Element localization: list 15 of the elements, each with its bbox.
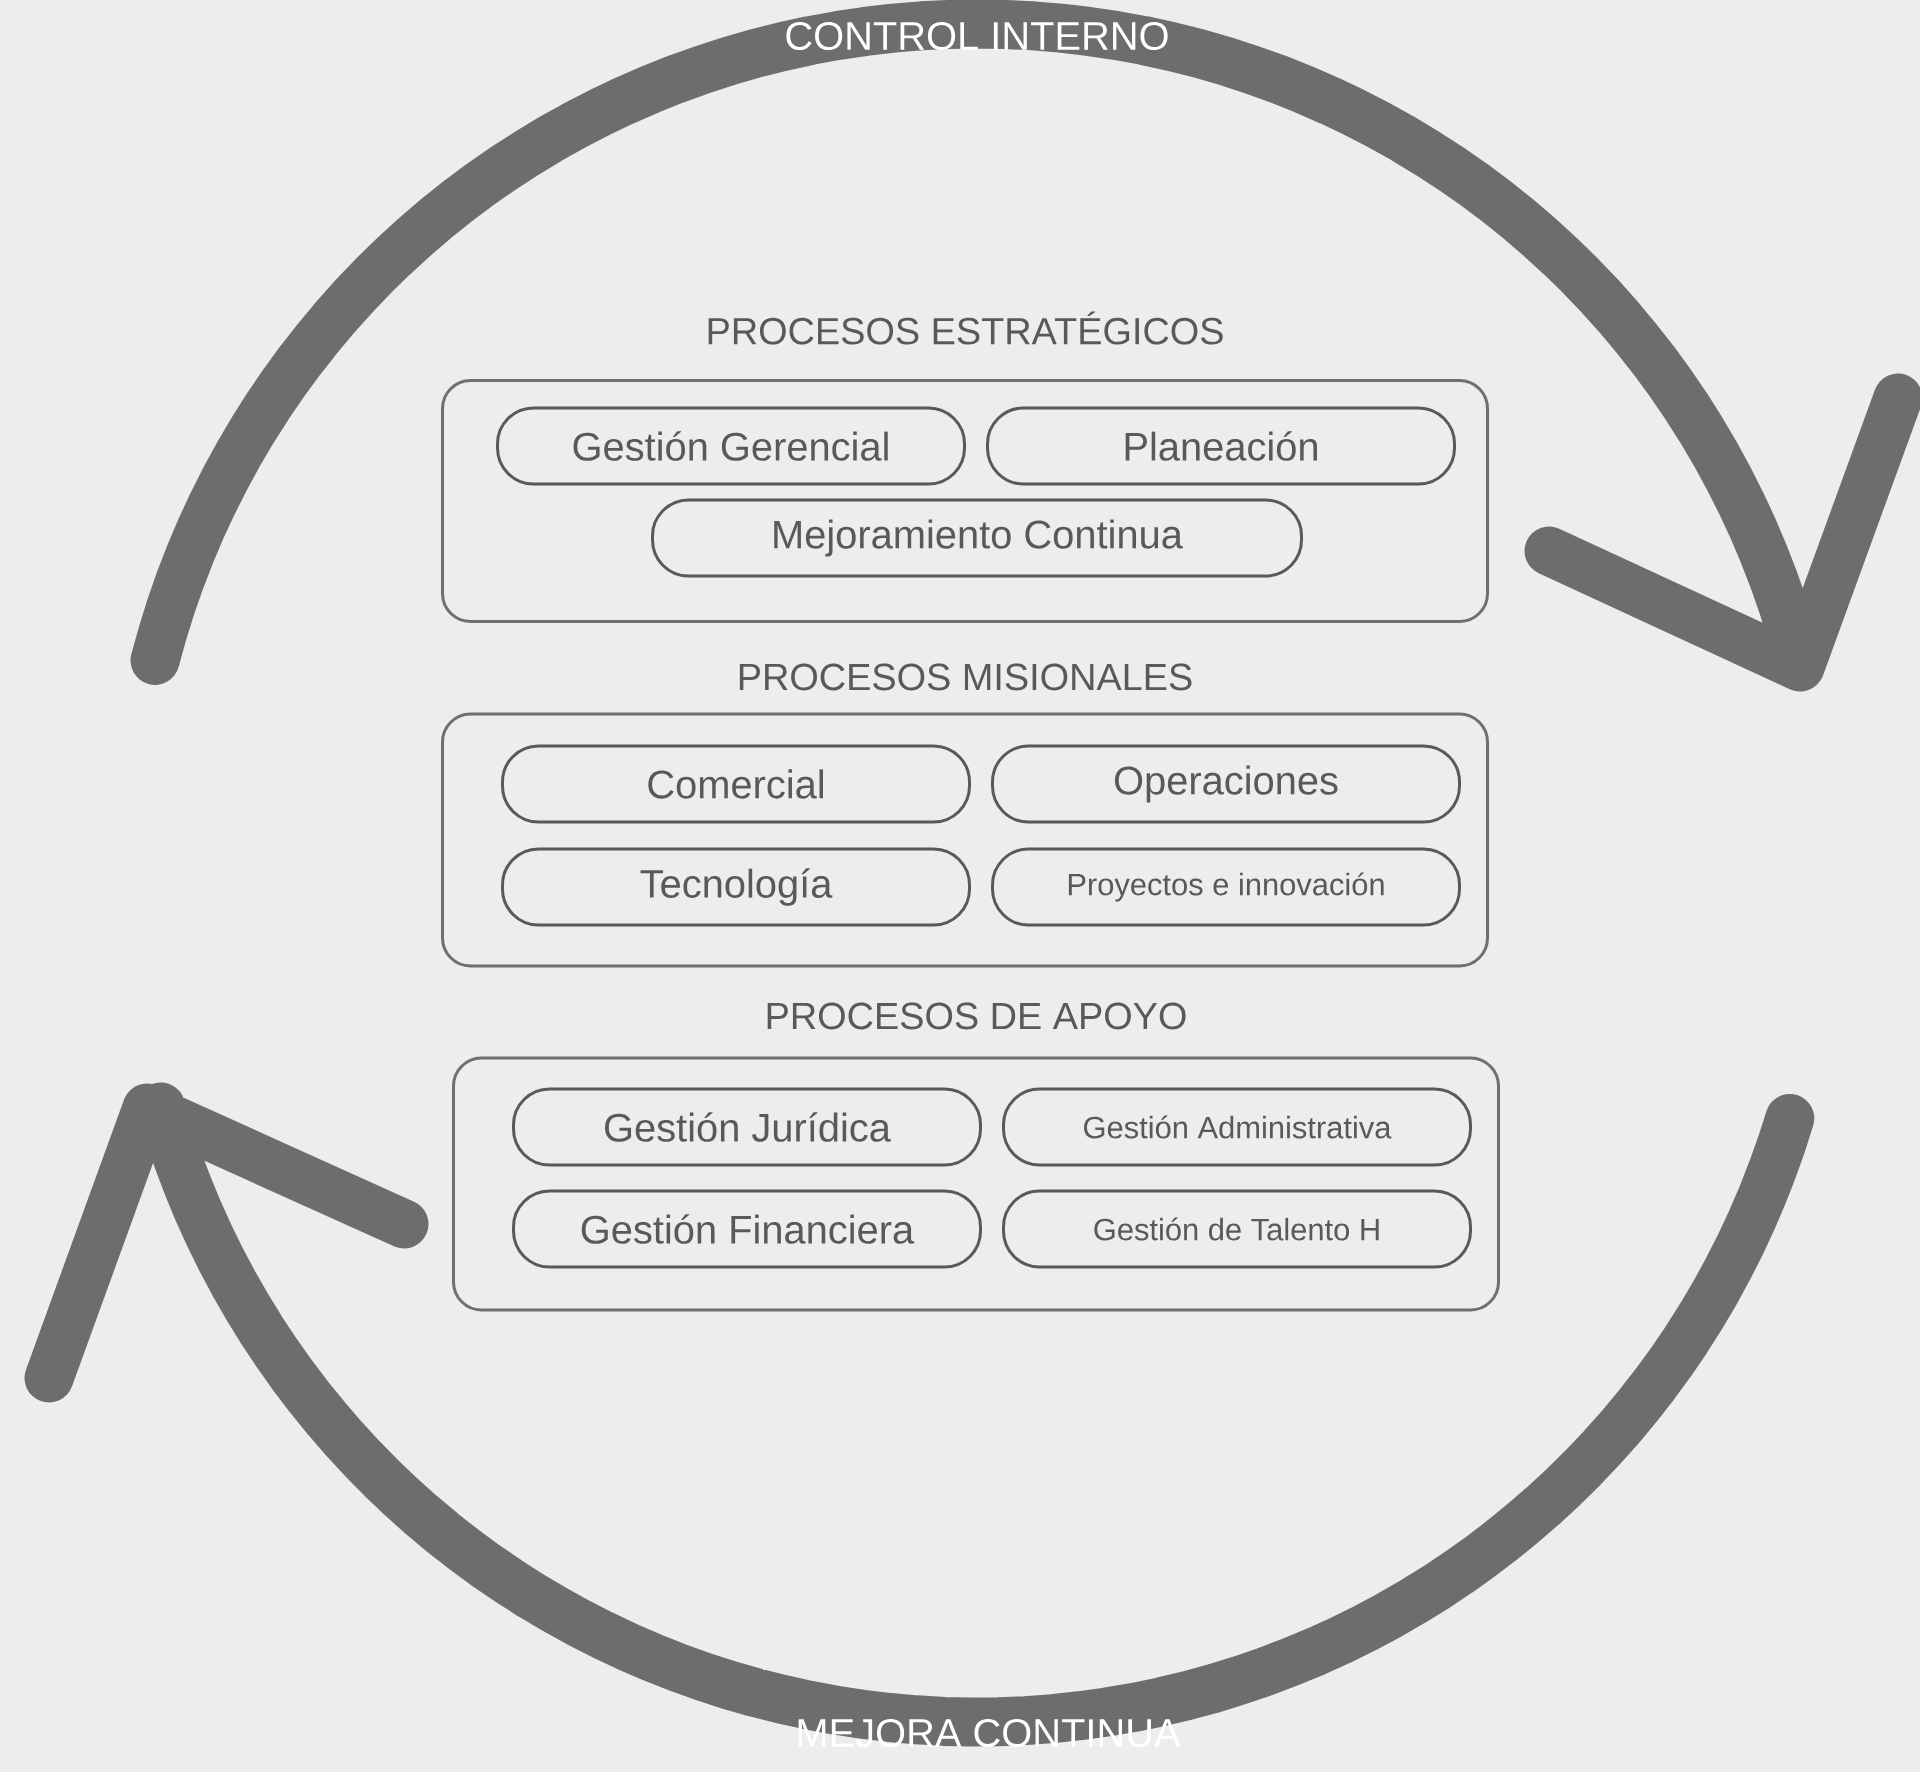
process-pill: Comercial: [501, 744, 971, 824]
process-pill: Proyectos e innovación: [991, 847, 1461, 927]
process-pill: Mejoramiento Continua: [651, 498, 1303, 578]
process-pill: Gestión Jurídica: [512, 1087, 982, 1167]
process-pill: Planeación: [986, 406, 1456, 486]
process-pill: Gestión de Talento H: [1002, 1189, 1472, 1269]
process-pill: Gestión Financiera: [512, 1189, 982, 1269]
process-pill: Tecnología: [501, 847, 971, 927]
process-pill: Operaciones: [991, 744, 1461, 824]
process-pill: Gestión Gerencial: [496, 406, 966, 486]
process-pill: Gestión Administrativa: [1002, 1087, 1472, 1167]
cycle-label: CONTROL INTERNO: [786, 21, 1168, 51]
node-label: PROCESOS MISIONALES: [739, 663, 1192, 691]
node-label: PROCESOS DE APOYO: [767, 1002, 1186, 1030]
node-label: PROCESOS ESTRATÉGICOS: [708, 311, 1223, 345]
